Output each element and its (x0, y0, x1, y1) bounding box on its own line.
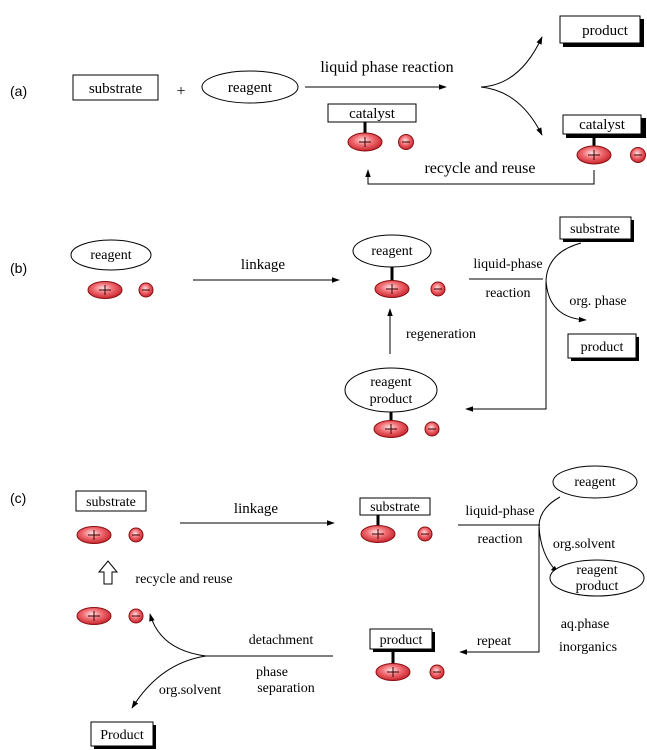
reaction-label-c: reaction (477, 532, 522, 547)
anion-c-product (429, 664, 445, 680)
org-phase-curve-b (545, 242, 587, 323)
substrate-box-a: substrate (72, 74, 159, 101)
org-solvent-left-label-c: org.solvent (159, 683, 221, 698)
anion-a (398, 134, 414, 150)
anion-a-out (630, 147, 646, 163)
reagent-label-b: reagent (90, 248, 131, 263)
return-to-ionic-support-c (149, 613, 207, 657)
product-bound-label-c: product (380, 633, 423, 648)
catalyst-box-a: catalyst (327, 103, 417, 123)
substrate-bound-label-c: substrate (370, 500, 420, 515)
reagent-product-line1-b: reagent (370, 375, 411, 390)
recycle-label-c: recycle and reuse (135, 572, 232, 587)
reagent-label-a: reagent (228, 80, 273, 96)
cation-c-recycled (76, 607, 112, 625)
regeneration-label-b: regeneration (406, 327, 476, 342)
linkage-label-c: linkage (234, 501, 278, 517)
hollow-up-arrow-icon (97, 560, 119, 585)
reagent-product-line1-c: reagent (576, 563, 617, 578)
liquid-phase-label-b: liquid-phase (473, 257, 542, 272)
branch-to-product-a (480, 36, 543, 88)
anion-b-bound (430, 281, 446, 297)
org-solvent-label-c: org.solvent (553, 537, 615, 552)
reagent-bound-label-b: reagent (371, 244, 412, 259)
product-box-c-final: Product (90, 721, 156, 749)
panel-a: (a) substrate + reagent liquid phase rea… (10, 15, 646, 185)
panel-a-label: (a) (10, 83, 27, 99)
panel-c: (c) substrate linkage substrate (10, 465, 645, 749)
return-arrow-b (465, 282, 547, 412)
reagent-product-ellipse-c: reagent product (549, 559, 645, 597)
phase-label-c: phase (256, 665, 288, 680)
liquid-phase-label-c: liquid-phase (465, 504, 534, 519)
product-box-a: product (559, 15, 644, 47)
product-final-label-c: Product (100, 728, 144, 743)
liquid-phase-reaction-label: liquid phase reaction (320, 59, 453, 76)
recycle-label-a: recycle and reuse (424, 160, 535, 177)
cation-c-left (76, 526, 112, 544)
catalyst-label-a: catalyst (349, 106, 396, 122)
cation-b-bound (374, 280, 410, 298)
substrate-box-b: substrate (559, 216, 634, 242)
org-phase-label-b: org. phase (569, 294, 626, 309)
org-solvent-arrow-c (131, 655, 207, 709)
substrate-label-b: substrate (570, 222, 620, 237)
org-solvent-curve-c (538, 496, 561, 574)
substrate-label-c: substrate (86, 495, 136, 510)
reagent-product-ellipse-b: reagent product (344, 367, 438, 413)
reagent-product-line2-c: product (576, 579, 619, 594)
panel-b-label: (b) (10, 260, 27, 276)
anion-c-recycled (128, 608, 144, 624)
linkage-label-b: linkage (241, 257, 285, 273)
recycle-arrow-a (365, 169, 595, 185)
anion-b-bottom (424, 421, 440, 437)
plus-sign: + (176, 83, 185, 100)
cation-b-left (87, 281, 123, 299)
inorganics-label-c: inorganics (559, 640, 617, 655)
cation-c-bound (360, 525, 396, 543)
product-label-a: product (582, 23, 629, 39)
reagent-ellipse-c: reagent (552, 465, 638, 499)
substrate-label-a: substrate (89, 81, 143, 97)
catalyst-out-label-a: catalyst (579, 117, 626, 133)
product-label-b: product (581, 340, 624, 355)
cation-c-product (375, 663, 411, 681)
aq-phase-label-c: aq.phase (561, 617, 610, 632)
cation-a-out (576, 145, 612, 165)
substrate-box-c: substrate (75, 490, 147, 512)
separation-label-c: separation (257, 681, 315, 696)
repeat-label-c: repeat (477, 634, 511, 649)
product-box-b: product (567, 333, 639, 361)
cation-a (347, 132, 383, 152)
anion-c-bound (417, 526, 433, 542)
detachment-label-c: detachment (249, 633, 314, 648)
reagent-ellipse-b-bound: reagent (352, 234, 432, 268)
branch-to-catalyst-a (480, 86, 543, 136)
panel-c-label: (c) (10, 490, 26, 506)
reagent-product-line2-b: product (370, 392, 413, 407)
reagent-label-c: reagent (574, 475, 615, 490)
anion-b-left (138, 282, 154, 298)
reaction-label-b: reaction (485, 286, 530, 301)
cation-b-bottom (373, 420, 409, 438)
reagent-ellipse-b: reagent (70, 239, 152, 271)
substrate-box-c-bound: substrate (359, 497, 431, 516)
catalyst-box-a-out: catalyst (562, 114, 646, 138)
repeat-arrow-c (459, 527, 540, 655)
reagent-ellipse-a: reagent (201, 70, 299, 104)
anion-c-left (128, 527, 144, 543)
product-box-c-bound: product (369, 628, 435, 652)
panel-b: (b) reagent linkage reagent (10, 216, 639, 438)
